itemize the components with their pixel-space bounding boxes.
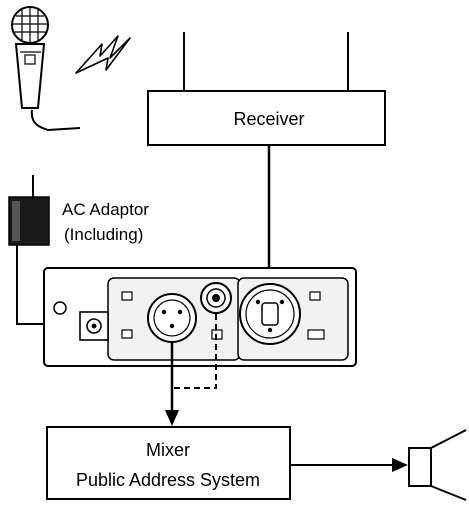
receiver-box <box>147 90 386 146</box>
receiver-antennas <box>183 32 349 92</box>
combo-input-connector-icon <box>239 283 301 345</box>
mixer-label-line2: Public Address System <box>76 470 260 490</box>
phone-output-connector-icon <box>200 282 232 314</box>
ac-adaptor-label-line2: (Including) <box>64 225 143 244</box>
mixer-to-speaker-cable <box>290 458 408 472</box>
dc-in-jack-icon <box>79 311 109 341</box>
speaker-icon <box>408 429 467 501</box>
mixer-label-line1: Mixer <box>146 440 190 460</box>
ac-adaptor-icon <box>8 175 80 325</box>
ac-adaptor-label-line1: AC Adaptor <box>62 200 149 219</box>
receiver-label: Receiver <box>233 109 304 129</box>
wireless-signal-icon <box>75 35 131 74</box>
microphone-icon <box>11 6 81 132</box>
mixer-box <box>46 426 291 500</box>
xlr-output-connector-icon <box>147 293 197 343</box>
alternate-output-dashed-path <box>172 314 217 389</box>
output-to-mixer-cable <box>165 342 179 426</box>
